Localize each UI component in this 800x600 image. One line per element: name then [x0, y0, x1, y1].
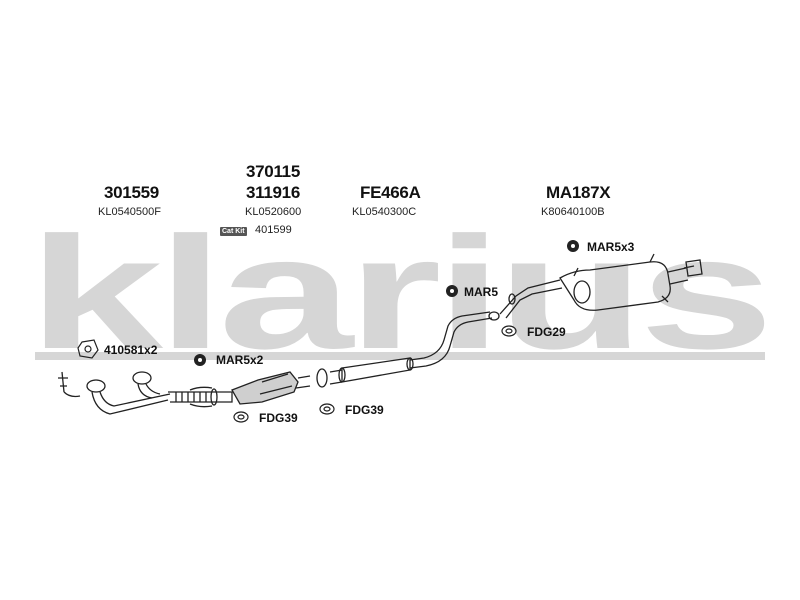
callout-mount-front: MAR5x2	[216, 353, 264, 367]
ref-col4: K80640100B	[541, 206, 605, 218]
rear-silencer	[559, 253, 703, 311]
callout-gasket-front: 410581x2	[104, 343, 158, 357]
part-number-col4: MA187X	[546, 183, 611, 202]
callout-clamp-b: FDG39	[345, 403, 384, 417]
exhaust-line	[58, 253, 703, 415]
ref-col2: KL0520600	[245, 206, 302, 218]
lambda-sensor	[58, 371, 81, 398]
watermark-underline	[35, 352, 765, 360]
callout-clamp-a: FDG39	[259, 411, 298, 425]
clamp-ring-icon	[233, 325, 517, 423]
callout-mount-mid: MAR5	[464, 285, 499, 299]
part-number-col1: 301559	[104, 183, 159, 202]
ref-col3: KL0540300C	[352, 206, 417, 218]
part-number-col3: FE466A	[360, 183, 421, 202]
cat-kit-number: 401599	[255, 224, 292, 236]
ref-col1: KL0540500F	[98, 206, 161, 218]
gasket-ring-icon	[77, 339, 99, 359]
middle-pipe	[316, 311, 493, 388]
rear-connector	[488, 279, 563, 321]
part-number-col2: 311916	[246, 183, 300, 202]
front-downpipe	[86, 371, 213, 415]
callout-clamp-rear: FDG29	[527, 325, 566, 339]
part-number-col2-top: 370115	[246, 162, 300, 181]
cat-kit-badge: Cat Kit	[220, 227, 247, 236]
callout-mount-rear: MAR5x3	[587, 240, 635, 254]
catalytic-converter	[210, 371, 311, 406]
